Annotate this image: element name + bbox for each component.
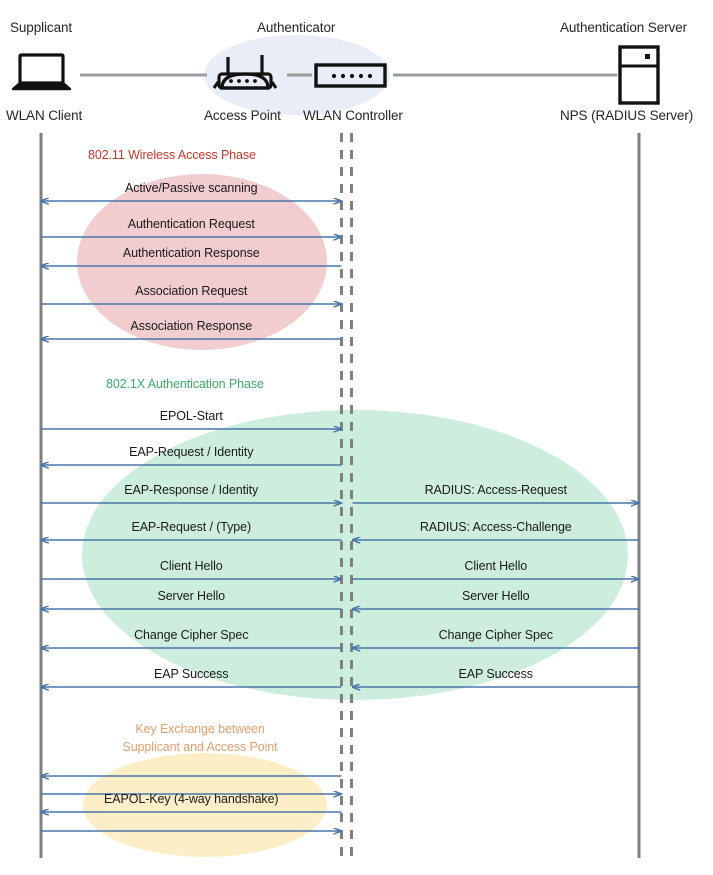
phase-label-key-exchange: Key Exchange between Supplicant and Acce… xyxy=(100,720,300,756)
phase-label-8021x: 802.1X Authentication Phase xyxy=(106,377,264,391)
actor-device-wlan-controller: WLAN Controller xyxy=(303,108,403,123)
message-label-m6: EPOL-Start xyxy=(159,409,223,423)
wireless-router-icon xyxy=(212,55,278,90)
actor-device-wlan-client: WLAN Client xyxy=(6,108,83,123)
message-label-m13: Client Hello xyxy=(464,559,528,573)
message-label-m2: Authentication Request xyxy=(127,217,255,231)
actor-role-authentication-server: Authentication Server xyxy=(560,20,687,35)
message-label-m14: Server Hello xyxy=(157,589,226,603)
laptop-icon xyxy=(11,53,72,91)
actor-role-authenticator: Authenticator xyxy=(257,20,336,35)
phase-label-key-exchange-line2: Supplicant and Access Point xyxy=(122,740,278,754)
actor-role-supplicant: Supplicant xyxy=(10,20,73,35)
message-label-m18: EAP Success xyxy=(154,667,229,681)
phase-label-80211: 802.11 Wireless Access Phase xyxy=(88,148,256,162)
message-arrow-group xyxy=(41,201,639,831)
message-label-m5: Association Response xyxy=(130,319,253,333)
controller-icon xyxy=(314,63,387,88)
message-label-m22: EAPOL-Key (4-way handshake) xyxy=(104,792,279,806)
phase-label-key-exchange-line1: Key Exchange between xyxy=(135,722,265,736)
message-label-m17: Change Cipher Spec xyxy=(438,628,553,642)
actor-device-access-point: Access Point xyxy=(204,108,281,123)
actor-device-nps-radius-server: NPS (RADIUS Server) xyxy=(560,108,694,123)
message-label-m10: EAP-Request / (Type) xyxy=(131,520,252,534)
server-icon xyxy=(618,45,660,105)
message-label-m16: Change Cipher Spec xyxy=(134,628,249,642)
message-label-m12: Client Hello xyxy=(159,559,223,573)
message-label-m8: EAP-Response / Identity xyxy=(124,483,259,497)
message-label-m15: Server Hello xyxy=(461,589,530,603)
message-label-m7: EAP-Request / Identity xyxy=(129,445,254,459)
message-label-m1: Active/Passive scanning xyxy=(125,181,258,195)
message-label-m11: RADIUS: Access-Challenge xyxy=(419,520,572,534)
message-label-m3: Authentication Response xyxy=(122,246,260,260)
phase-8021x-ellipse xyxy=(82,410,628,700)
message-label-m9: RADIUS: Access-Request xyxy=(424,483,567,497)
message-label-m4: Association Request xyxy=(135,284,248,298)
phase-80211-ellipse xyxy=(77,174,327,350)
message-label-m19: EAP Success xyxy=(458,667,534,681)
